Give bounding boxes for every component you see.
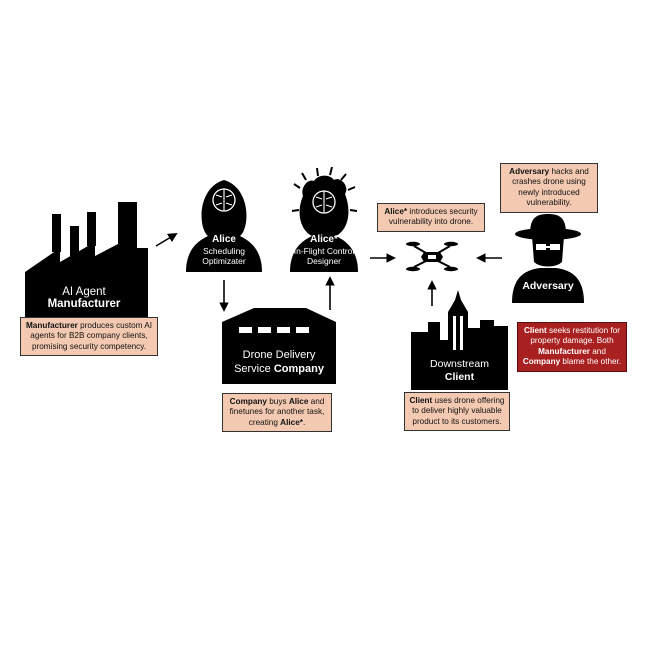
company-label-line2: Service Company xyxy=(234,363,324,375)
company-label-line1: Drone Delivery xyxy=(242,349,316,361)
arrows xyxy=(155,233,502,312)
alice-star-name: Alice* xyxy=(310,234,338,245)
adversary-label: Adversary xyxy=(522,280,574,292)
hacker-spy-icon xyxy=(512,214,584,303)
manufacturer-label: AI Agent Manufacturer xyxy=(47,286,121,310)
adversary-note: Adversary hacks and crashes drone using … xyxy=(500,163,598,213)
alice-star-role-line1: In-Flight Control xyxy=(293,246,355,256)
client-label-line1: Downstream xyxy=(430,358,489,370)
warehouse-icon xyxy=(222,308,336,384)
alice-star-label: Alice* In-Flight Control Designer xyxy=(286,234,362,266)
company-note: Company buys Alice and finetunes for ano… xyxy=(222,393,332,433)
alice-role-line2: Optimizater xyxy=(202,256,246,266)
client-note: Client uses drone offering to deliver hi… xyxy=(404,392,510,432)
arrow-manufacturer-to-alice xyxy=(155,233,178,247)
alice-label: Alice Scheduling Optimizater xyxy=(186,234,262,266)
manufacturer-note: Manufacturer produces custom AI agents f… xyxy=(20,317,158,357)
client-label-line2: Client xyxy=(444,371,475,383)
robot-woman-icon xyxy=(186,180,262,272)
robot-woman-wild-hair-icon xyxy=(290,166,358,272)
restitution-note: Client seeks restitution for property da… xyxy=(517,322,627,372)
alice-role-line1: Scheduling xyxy=(202,246,246,256)
drone-icon xyxy=(406,241,458,272)
client-label: Downstream Client xyxy=(411,358,508,384)
factory-icon xyxy=(25,202,148,320)
alice-star-role-line2: Designer xyxy=(306,256,342,266)
alice-name: Alice xyxy=(212,234,236,245)
company-label: Drone Delivery Service Company xyxy=(222,348,336,376)
city-skyline-icon xyxy=(411,290,508,390)
alice-star-note: Alice* introduces security vulnerability… xyxy=(377,203,485,232)
